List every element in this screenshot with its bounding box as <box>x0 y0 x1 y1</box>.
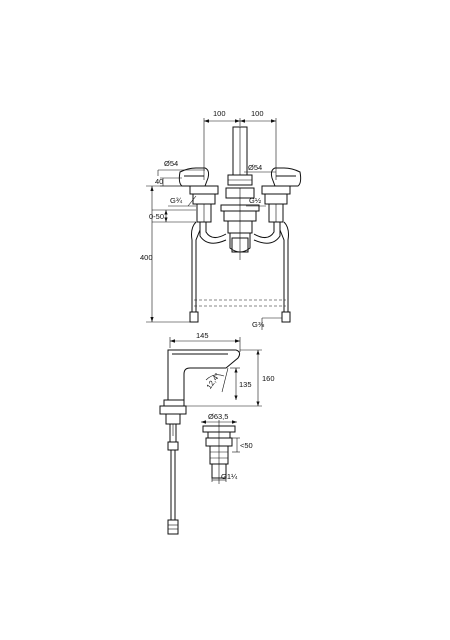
waste-body <box>220 187 260 260</box>
left-handle <box>178 167 219 223</box>
dim-g12-label: G½ <box>249 196 262 205</box>
dim-135-label: 135 <box>239 380 252 389</box>
front-elevation: 100 100 <box>140 109 302 330</box>
dim-100-left-label: 100 <box>213 109 226 118</box>
dim-0-50-label: 0-50 <box>149 212 164 221</box>
dim-d54-right-label: Ø54 <box>248 163 262 172</box>
dim-63-5-label: Ø63,5 <box>208 412 228 421</box>
dim-g34-label: G¾ <box>170 196 183 205</box>
dim-40: 40 <box>155 177 182 187</box>
dim-d54-left-label: Ø54 <box>164 159 178 168</box>
dim-145-label: 145 <box>196 331 209 340</box>
dim-0-50: 0-50 <box>149 209 196 223</box>
spout <box>227 126 253 186</box>
waste-detail: Ø63,5 <50 G1¼ <box>201 412 253 484</box>
right-handle <box>261 167 302 223</box>
dim-lt50-label: <50 <box>240 441 253 450</box>
dim-160-label: 160 <box>262 374 275 383</box>
dim-d54: Ø54 Ø54 <box>157 159 276 176</box>
dim-100-100: 100 100 <box>203 109 277 180</box>
thread-labels: G¾ G½ <box>168 195 266 207</box>
connector-hoses <box>189 221 291 323</box>
dim-40-label: 40 <box>155 177 163 186</box>
dim-100-right-label: 100 <box>251 109 264 118</box>
dim-g114-label: G1¼ <box>221 472 238 481</box>
dim-g38: G⅜ <box>252 317 282 330</box>
dim-400: 400 <box>140 185 190 323</box>
dim-400-label: 400 <box>140 253 153 262</box>
dim-12-4-label: 12,4° <box>204 371 221 391</box>
dim-g38-label: G⅜ <box>252 320 265 329</box>
